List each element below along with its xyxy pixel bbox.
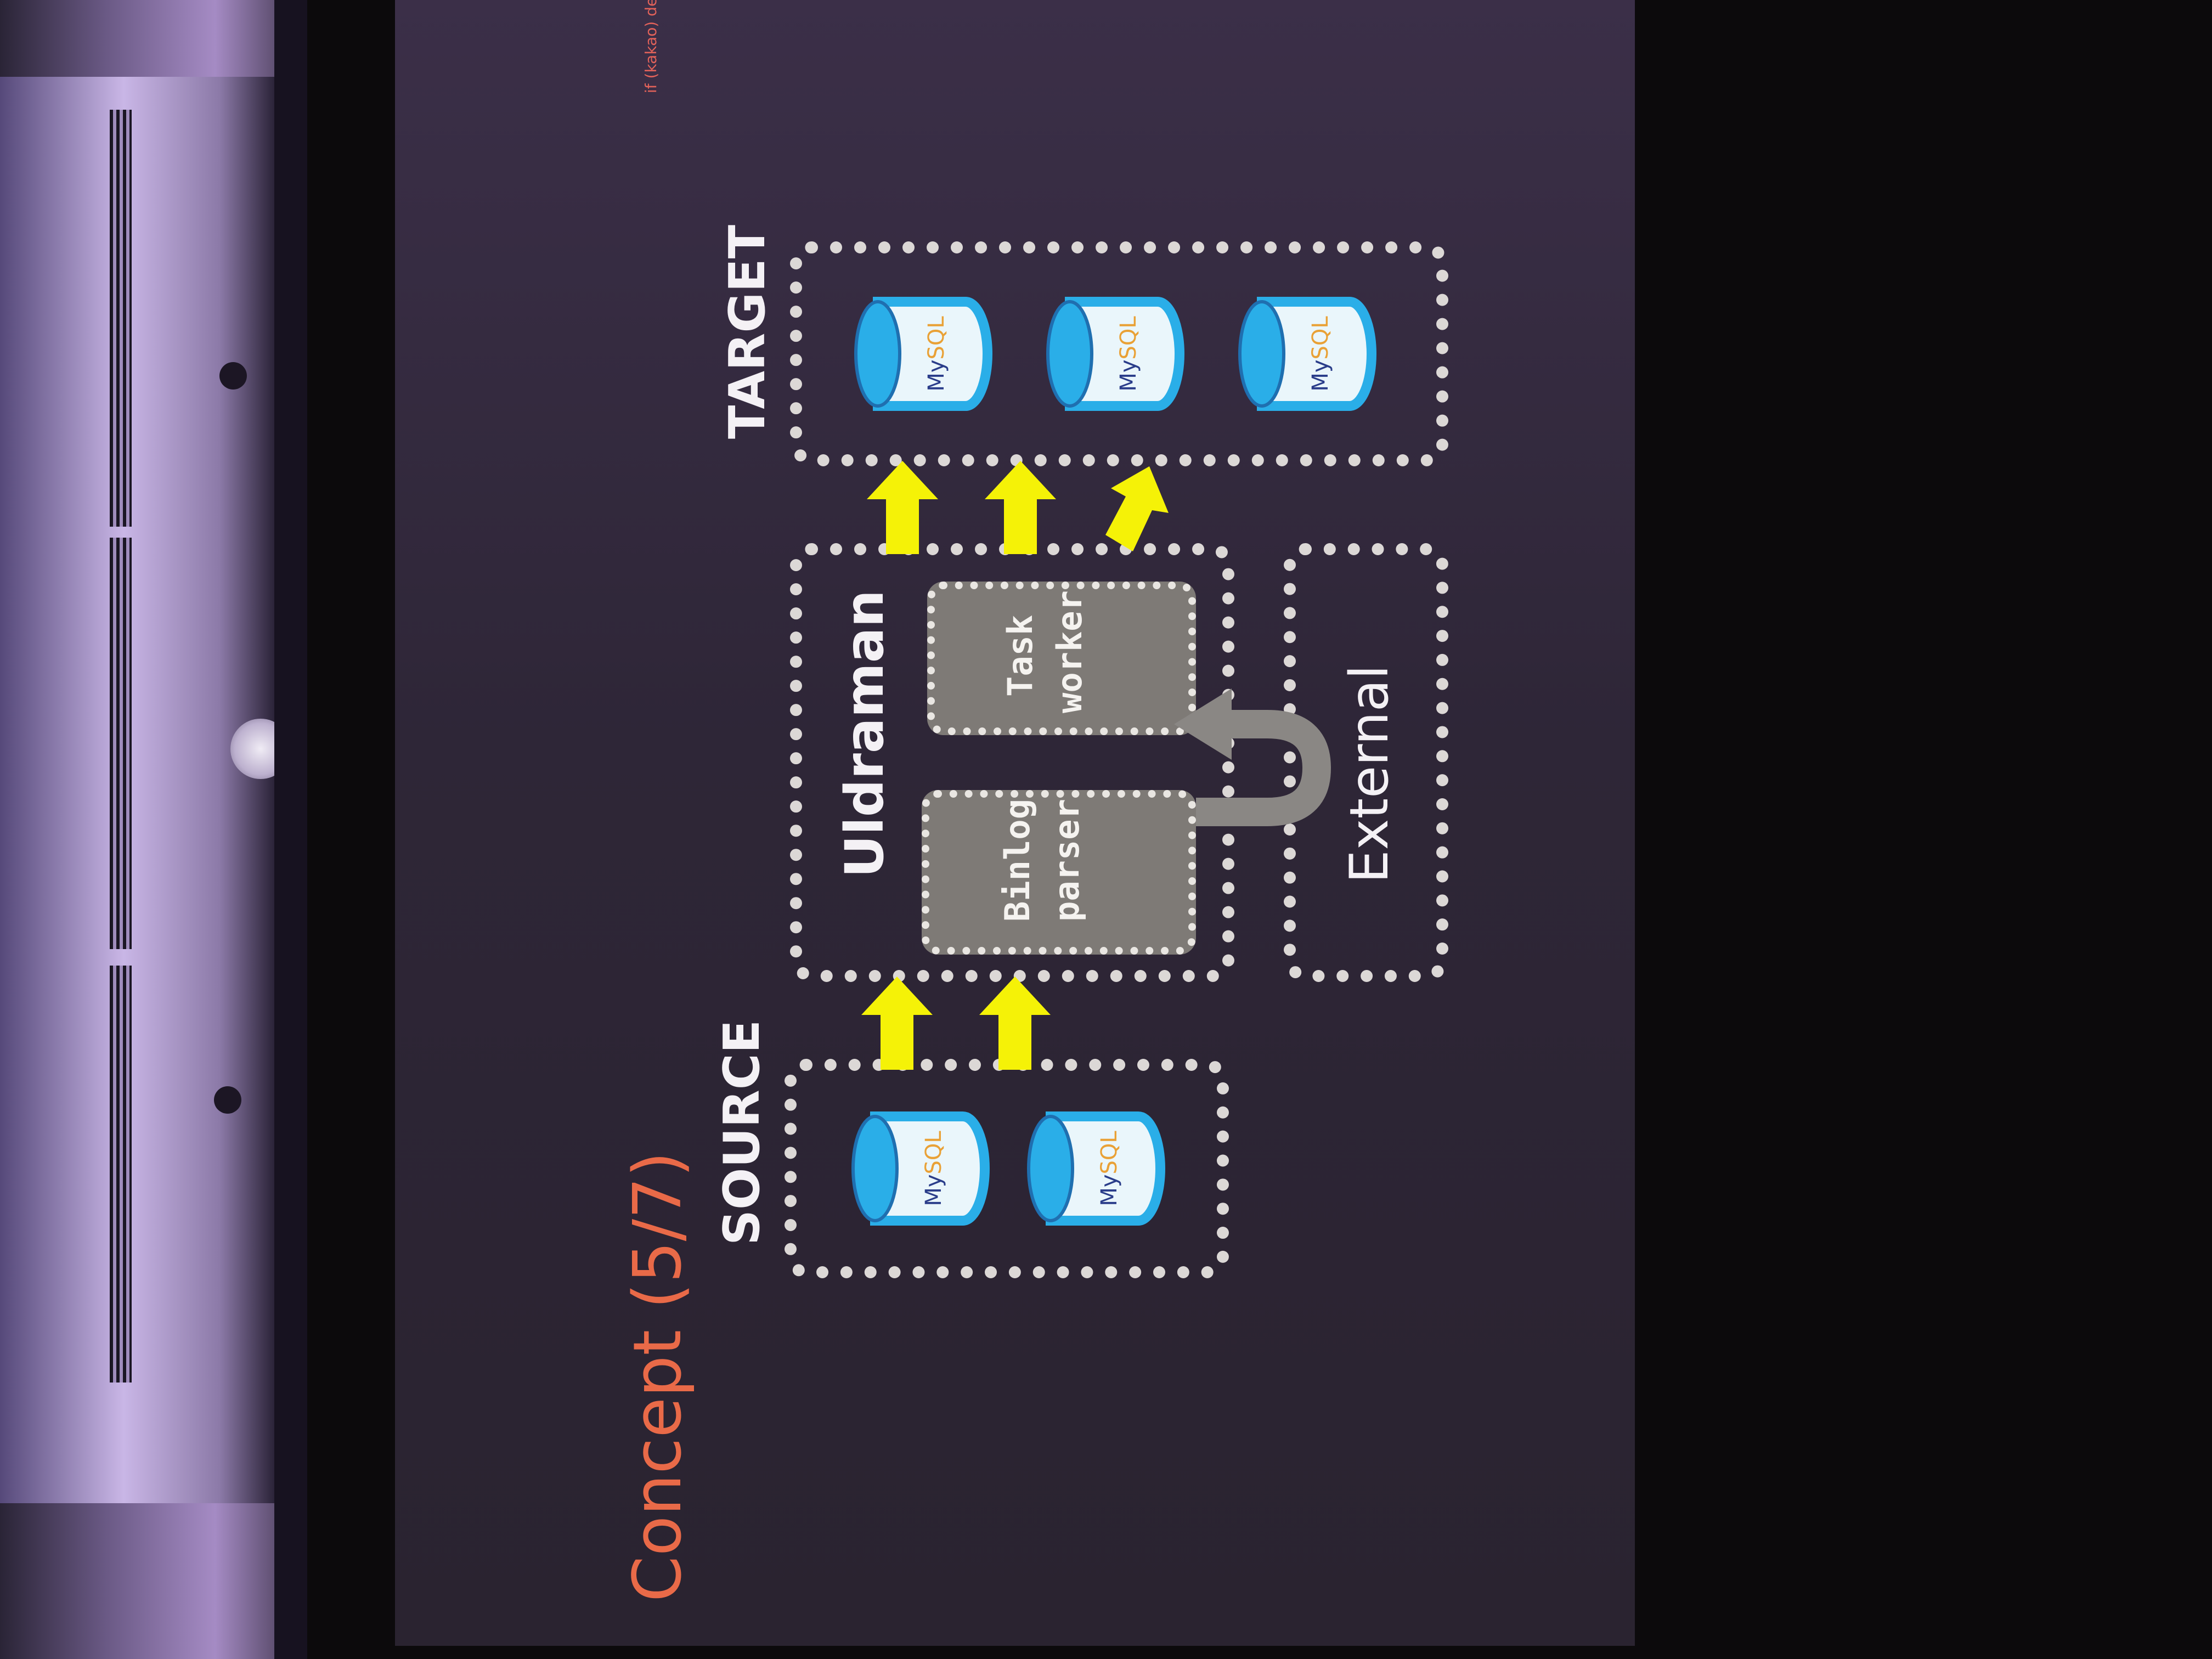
external-group-box: [1284, 543, 1448, 982]
task-worker-label-line2: worker: [1049, 590, 1090, 713]
ceiling-fixture: [214, 1086, 241, 1114]
binlog-parser-label-line2: parser: [1047, 799, 1087, 922]
target-label: TARGET: [719, 224, 776, 439]
target-group-box: [790, 241, 1448, 466]
corner-note: if (kakao) de: [642, 0, 660, 93]
vent-grille: [110, 538, 132, 949]
vent-grille: [110, 110, 132, 527]
ceiling-panel: [0, 77, 280, 1503]
uldraman-label: Uldraman: [834, 590, 895, 878]
binlog-parser-box: [922, 790, 1196, 955]
slide-title: Concept (5/7): [620, 1151, 696, 1602]
source-group-box: [785, 1059, 1229, 1278]
source-label: SOURCE: [713, 1019, 771, 1245]
binlog-parser-label-line1: Binlog: [997, 799, 1037, 922]
task-worker-box: [927, 582, 1196, 735]
task-worker-label-line1: Task: [1000, 614, 1040, 697]
ceiling-fixture: [219, 362, 247, 390]
external-label: External: [1339, 664, 1400, 883]
screen-frame: [274, 0, 307, 1659]
vent-grille: [110, 966, 132, 1383]
